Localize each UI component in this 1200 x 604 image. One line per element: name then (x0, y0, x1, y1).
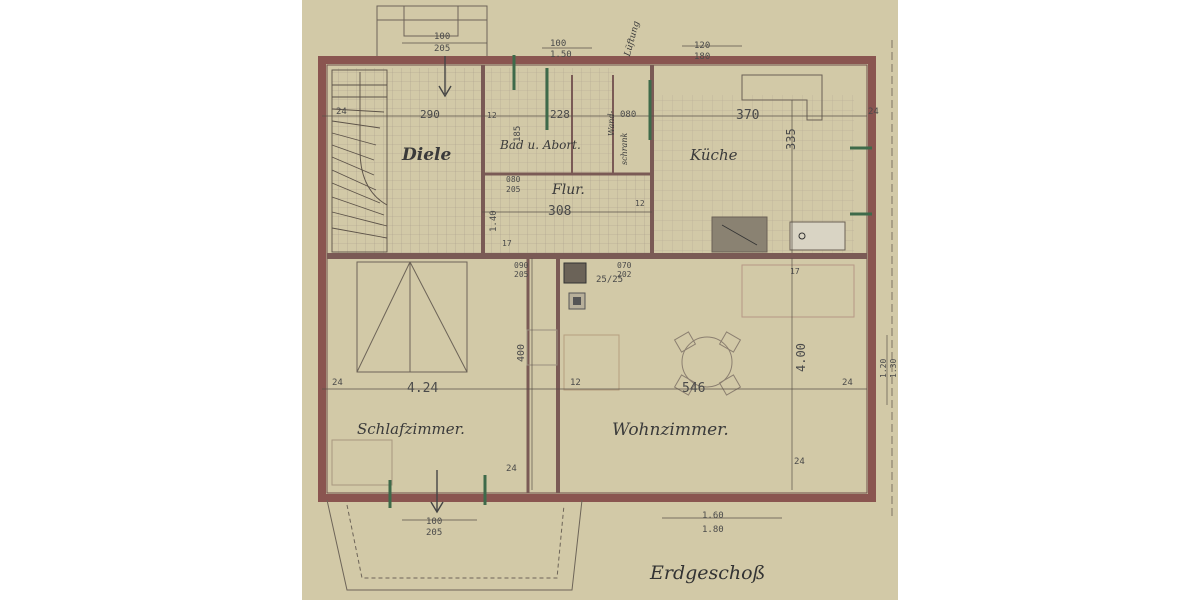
dim-top-bad-den: 1.50 (550, 50, 572, 60)
chimney (563, 262, 587, 310)
dim-wall-24-tl: 24 (336, 107, 347, 117)
dim-inner-17b: 17 (502, 239, 512, 248)
floor-plan-drawing (302, 0, 898, 600)
dim-bad-height: 185 (513, 125, 523, 142)
room-name-bad: Bad u. Abort. (500, 138, 581, 152)
dim-side-left: 24 (332, 378, 343, 388)
flur-tiles (482, 175, 650, 253)
dim-wohn-door-num: 070 (617, 261, 632, 270)
window-markers (388, 55, 872, 508)
dim-top-window-num: 100 (434, 32, 451, 42)
dim-bottom-24: 24 (506, 464, 517, 474)
room-name-schlafzimmer: Schlafzimmer. (357, 420, 465, 438)
dim-mid-door-num: 090 (514, 261, 529, 270)
room-name-wohnzimmer: Wohnzimmer. (612, 420, 729, 440)
door-arrows (430, 56, 452, 514)
dim-schlaf-width: 4.24 (407, 381, 439, 396)
dim-top-window-den: 205 (434, 44, 451, 54)
exterior-walls (318, 56, 876, 502)
dim-chimney: 25/25 (596, 275, 624, 285)
dim-flur-door-den: 205 (506, 185, 521, 194)
room-name-flur: Flur. (552, 182, 585, 198)
bed-outline (331, 261, 468, 486)
bad-tiles (486, 68, 614, 173)
dim-wohn-width: 546 (682, 381, 706, 396)
dim-bottom-door-num: 100 (426, 517, 443, 527)
dim-mid-door-den: 205 (514, 270, 529, 279)
terrace (326, 499, 583, 591)
dim-right-win-den: 1.30 (889, 358, 898, 378)
dim-kueche-height: 335 (784, 128, 798, 150)
dim-bottom-24b: 24 (794, 457, 805, 467)
dim-wand-width: 080 (620, 110, 637, 120)
dim-side-right: 24 (842, 378, 853, 388)
dim-top-kueche-num: 120 (694, 41, 711, 51)
room-name-wandschrank-1: Wand- (607, 110, 616, 136)
interior-walls (327, 65, 867, 493)
dim-wall-24-tr: 24 (868, 107, 879, 117)
room-name-wandschrank-2: schrank (620, 132, 629, 165)
dim-right-win-num: 1.20 (879, 358, 888, 378)
staircase (331, 69, 388, 253)
dim-kueche-width: 370 (736, 108, 760, 123)
dim-schlaf-height: 400 (516, 343, 527, 362)
kitchen-fittings (711, 74, 855, 318)
dim-bottom-door-den: 205 (426, 528, 443, 538)
dim-flur-height: 1.40 (489, 210, 499, 232)
dining-table (526, 329, 742, 396)
plan-title: Erdgeschoß (650, 562, 766, 584)
dim-inner-12b: 12 (635, 199, 645, 208)
dim-top-kueche-den: 180 (694, 52, 711, 62)
room-name-diele: Diele (402, 145, 452, 165)
dim-bad-width: 228 (550, 108, 570, 121)
dim-inner-12: 12 (570, 378, 581, 388)
dim-inner-17: 17 (790, 267, 800, 276)
dim-inner-12c: 12 (487, 111, 497, 120)
dim-flur-width: 308 (548, 204, 572, 219)
dim-wohn-door-den: 202 (617, 270, 632, 279)
dim-flur-door-num: 080 (506, 175, 521, 184)
dim-diele-width: 290 (420, 108, 440, 121)
floor-plan-sheet: Diele Bad u. Abort. Wand- schrank Küche … (302, 0, 898, 600)
dim-bottom-win-num: 1.60 (702, 511, 724, 521)
dim-bottom-win-den: 1.80 (702, 525, 724, 535)
dim-top-bad-num: 100 (550, 39, 567, 49)
dimension-lines (322, 40, 893, 521)
dim-wohn-height: 4.00 (794, 343, 808, 372)
diele-tiles (332, 68, 482, 253)
room-name-kueche: Küche (690, 146, 738, 164)
